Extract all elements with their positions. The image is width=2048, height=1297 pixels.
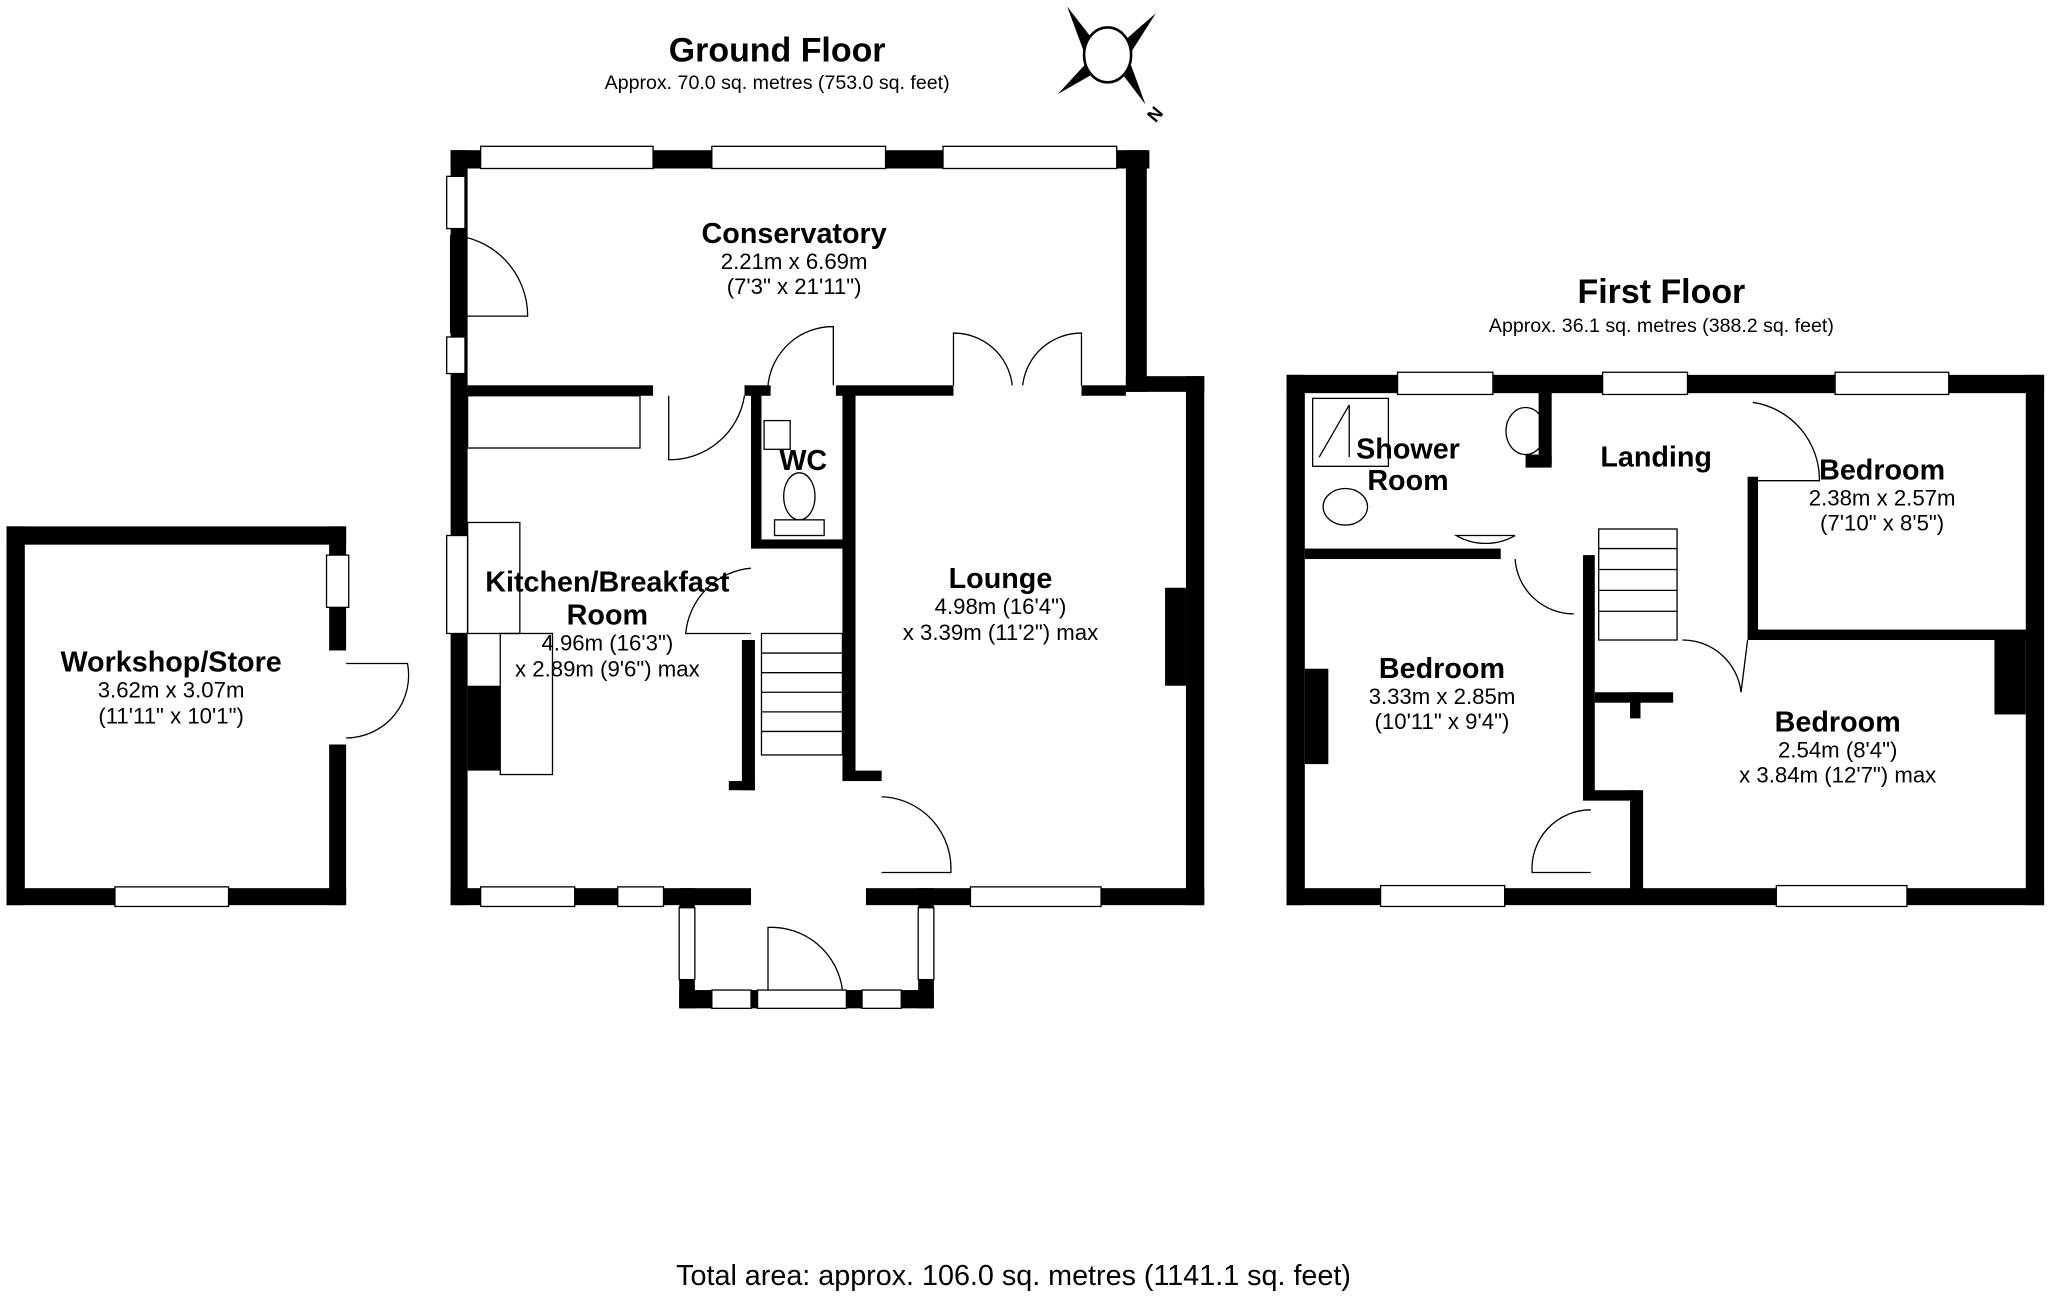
room-dims: 3.62m x 3.07m (98, 677, 245, 702)
first-floor-area: Approx. 36.1 sq. metres (388.2 sq. feet) (1489, 315, 1834, 337)
room-dims: x 2.89m (9'6") max (515, 657, 700, 682)
room-dims: 2.21m x 6.69m (721, 249, 868, 274)
ground-floor-title: Ground Floor (669, 31, 886, 69)
room-name: Lounge (949, 563, 1053, 595)
room-bedroom-3: Bedroom 2.54m (8'4") x 3.84m (12'7") max (1739, 706, 1936, 787)
room-dims: (10'11" x 9'4") (1375, 709, 1510, 734)
ground-floor-area: Approx. 70.0 sq. metres (753.0 sq. feet) (605, 72, 950, 94)
room-dims: 2.54m (8'4") (1778, 738, 1897, 763)
room-dims: 2.38m x 2.57m (1809, 485, 1956, 510)
ground-floor-doors (449, 234, 1083, 991)
room-dims: (7'3" x 21'11") (727, 274, 862, 299)
room-landing: Landing (1600, 441, 1712, 473)
first-floor-title: First Floor (1577, 273, 1745, 311)
room-kitchen: Kitchen/Breakfast Room 4.96m (16'3") x 2… (485, 567, 730, 682)
room-dims: 3.33m x 2.85m (1369, 684, 1516, 709)
first-floor-fixtures (1311, 397, 1821, 874)
room-name: Workshop/Store (60, 646, 281, 678)
room-name: Bedroom (1379, 653, 1505, 685)
workshop-walls (6, 526, 410, 908)
compass-icon: N (1057, 6, 1168, 126)
room-name: Room (567, 599, 648, 631)
room-name: Kitchen/Breakfast (485, 567, 730, 599)
room-conservatory: Conservatory 2.21m x 6.69m (7'3" x 21'11… (702, 218, 887, 299)
room-dims: 4.98m (16'4") (935, 594, 1067, 619)
ground-floor-windows (446, 145, 1118, 1009)
room-dims: (7'10" x 8'5") (1820, 510, 1944, 535)
room-bedroom-2: Bedroom 3.33m x 2.85m (10'11" x 9'4") (1369, 653, 1516, 734)
room-workshop: Workshop/Store 3.62m x 3.07m (11'11" x 1… (60, 646, 281, 728)
room-wc: WC (779, 445, 827, 477)
room-name: Bedroom (1819, 454, 1945, 486)
room-dims: x 3.39m (11'2") max (903, 620, 1098, 645)
room-bedroom-1: Bedroom 2.38m x 2.57m (7'10" x 8'5") (1809, 454, 1956, 535)
room-lounge: Lounge 4.98m (16'4") x 3.39m (11'2") max (903, 563, 1098, 645)
room-shower: Shower Room (1356, 433, 1460, 496)
first-floor-windows (1379, 371, 1950, 908)
room-dims: x 3.84m (12'7") max (1739, 762, 1936, 787)
room-dims: 4.96m (16'3") (541, 630, 673, 655)
compass-north-label: N (1143, 102, 1168, 126)
room-name: Room (1367, 465, 1448, 497)
room-name: Bedroom (1775, 706, 1901, 738)
room-name: Conservatory (702, 218, 887, 250)
room-dims: (11'11" x 10'1") (98, 704, 244, 729)
total-area: Total area: approx. 106.0 sq. metres (11… (676, 1260, 1351, 1292)
room-name: Shower (1356, 433, 1460, 465)
